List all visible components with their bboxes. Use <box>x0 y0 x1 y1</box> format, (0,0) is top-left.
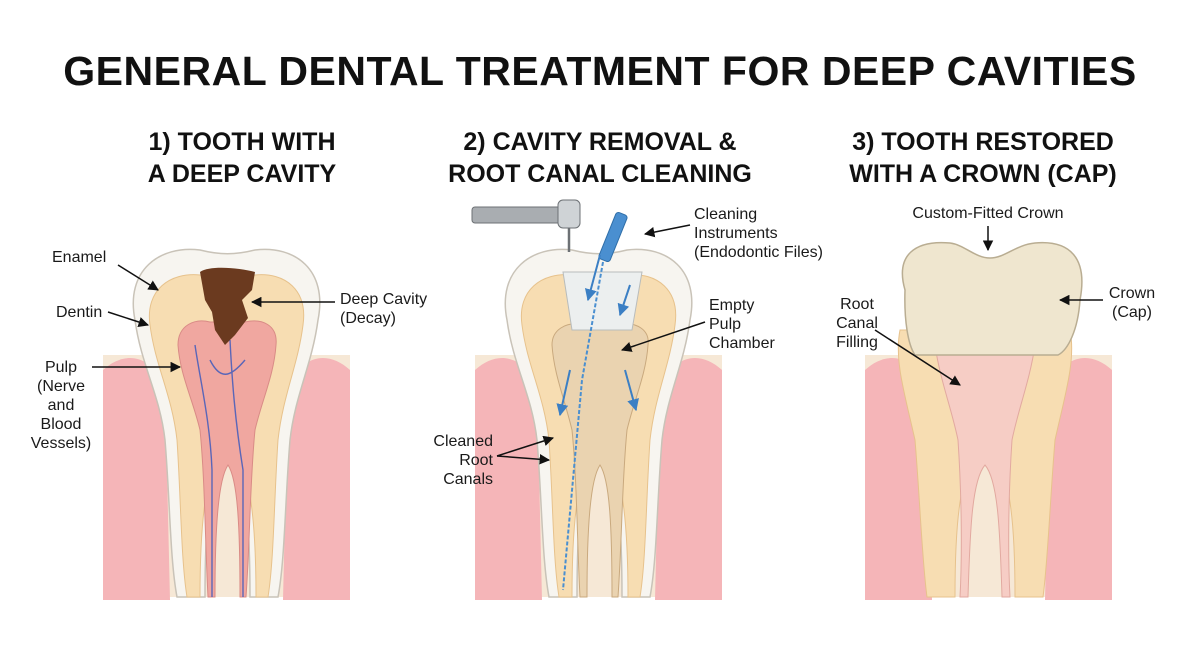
gum-right <box>655 358 722 600</box>
label-root-canal-filling: Root Canal Filling <box>826 295 888 352</box>
gum-right <box>283 358 350 600</box>
panel-3-restored-tooth <box>865 226 1112 600</box>
label-empty-pulp-chamber: Empty Pulp Chamber <box>709 296 775 353</box>
access-opening <box>562 271 643 331</box>
nerves-vessels <box>194 339 246 597</box>
label-instruments-line-3: (Endodontic Files) <box>694 244 823 261</box>
label-pulp: Pulp (Nerve and Blood Vessels) <box>30 358 92 453</box>
flow-arrow <box>624 369 639 412</box>
label-enamel: Enamel <box>52 249 107 266</box>
label-chamber-line-1: Empty <box>709 297 755 314</box>
label-chamber-line-2: Pulp <box>709 316 742 333</box>
label-canals-line-3: Canals <box>443 471 493 488</box>
label-deep-cavity-line-1: Deep Cavity <box>340 291 428 308</box>
dental-handpiece <box>471 206 568 224</box>
label-instruments-line-1: Cleaning <box>694 206 758 223</box>
panel-3-heading-line-1: 3) TOOTH RESTORED <box>852 128 1114 156</box>
gum-left <box>475 358 542 600</box>
label-crown-cap: Crown (Cap) <box>1104 284 1160 322</box>
endodontic-file-shaft <box>562 261 604 591</box>
label-dentin: Dentin <box>56 304 103 321</box>
label-canals-line-2: Root <box>459 452 493 469</box>
label-cleaned-root-canals: Cleaned Root Canals <box>415 432 493 489</box>
flow-arrow <box>584 254 601 302</box>
panel-2-heading-line-2: ROOT CANAL CLEANING <box>448 160 752 188</box>
flow-arrow <box>617 284 631 317</box>
gum-right <box>1045 358 1112 600</box>
label-canals-line-1: Cleaned <box>433 433 493 450</box>
label-crown-line-1: Crown <box>1108 285 1156 302</box>
label-pulp-line-3: Blood <box>40 416 82 433</box>
handpiece-head <box>557 199 581 229</box>
panel-1-heading-line-2: A DEEP CAVITY <box>147 160 337 188</box>
empty-pulp-chamber <box>551 323 649 598</box>
gum-left <box>103 358 170 600</box>
label-instruments-line-2: Instruments <box>694 225 778 242</box>
panel-3-heading-line-2: WITH A CROWN (CAP) <box>849 160 1117 188</box>
label-deep-cavity-line-2: (Decay) <box>340 310 397 327</box>
label-filling-line-1: Root <box>840 296 874 313</box>
label-filling-line-2: Canal <box>836 315 878 332</box>
panel-2-heading: 2) CAVITY REMOVAL & ROOT CANAL CLEANING <box>420 126 780 190</box>
dentin-arrow <box>107 311 149 328</box>
label-crown-line-2: (Cap) <box>1111 304 1152 321</box>
label-chamber-line-3: Chamber <box>709 335 775 352</box>
canal-arrow-1 <box>496 435 554 457</box>
decay <box>200 267 255 345</box>
flow-arrow <box>556 369 571 417</box>
label-custom-fitted-crown: Custom-Fitted Crown <box>912 205 1064 222</box>
crown-cap <box>901 241 1083 356</box>
label-pulp-line-4: Vessels) <box>30 435 92 452</box>
filling-arrow <box>874 329 961 386</box>
panel-2-root-canal-cleaning <box>471 199 722 600</box>
panel-3-heading: 3) TOOTH RESTORED WITH A CROWN (CAP) <box>803 126 1163 190</box>
label-deep-cavity: Deep Cavity (Decay) <box>340 290 427 328</box>
endodontic-file-handle <box>598 211 628 263</box>
panel-1-heading-line-1: 1) TOOTH WITH <box>148 128 336 156</box>
label-pulp-line-2: (Nerve and <box>36 378 85 414</box>
label-cleaning-instruments: Cleaning Instruments (Endodontic Files) <box>694 205 823 262</box>
root-canal-filling <box>934 344 1036 598</box>
panel-1-tooth-with-cavity <box>92 248 350 600</box>
label-pulp-line-1: Pulp <box>44 359 78 376</box>
enamel-arrow <box>117 264 159 291</box>
chamber-arrow <box>621 321 706 352</box>
main-title: GENERAL DENTAL TREATMENT FOR DEEP CAVITI… <box>63 48 1137 94</box>
instruments-arrow <box>643 224 691 238</box>
panel-2-heading-line-1: 2) CAVITY REMOVAL & <box>463 128 737 156</box>
canal-arrow-2 <box>496 454 551 465</box>
label-filling-line-3: Filling <box>836 334 878 351</box>
panel-1-heading: 1) TOOTH WITH A DEEP CAVITY <box>62 126 422 190</box>
